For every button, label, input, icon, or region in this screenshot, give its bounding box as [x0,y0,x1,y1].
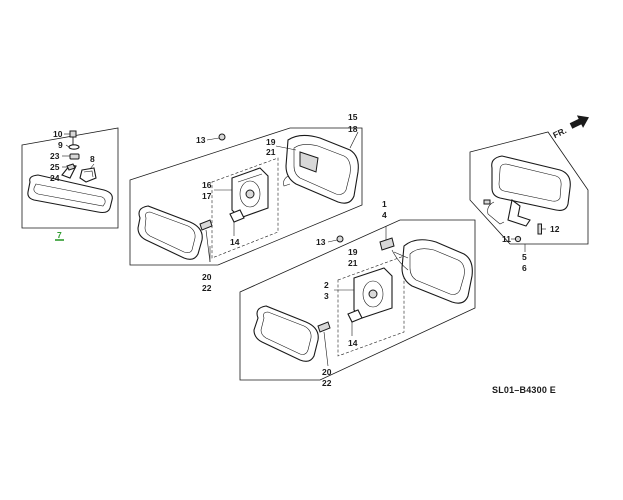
callout-3: 3 [324,291,329,301]
callout-7: 7 [57,230,62,240]
callout-5: 5 [522,252,527,262]
callout-4: 4 [382,210,387,220]
callout-24: 24 [50,173,60,183]
callout-14-upper: 14 [230,237,240,247]
callout-25: 25 [50,162,60,172]
callout-6: 6 [522,263,527,273]
callout-19-upper: 19 [266,137,276,147]
callout-22-lower: 22 [322,378,332,388]
callout-12: 12 [550,224,560,234]
front-direction-arrow: FR. [551,115,589,140]
callout-16: 16 [202,180,212,190]
callout-22-upper: 22 [202,283,212,293]
callout-9: 9 [58,140,63,150]
callout-20-upper: 20 [202,272,212,282]
callout-labels: 7 10 9 23 25 24 8 13 19 21 15 18 16 17 1… [50,112,560,388]
callout-15: 15 [348,112,358,122]
callout-10: 10 [53,129,63,139]
callout-20-lower: 20 [322,367,332,377]
direction-marker-label: FR. [551,125,568,140]
callout-13-upper: 13 [196,135,206,145]
callout-1: 1 [382,199,387,209]
right-mirror-group [239,219,476,381]
callout-11: 11 [502,234,511,244]
left-mirror-group [129,127,363,266]
diagram-code: SL01–B4300 E [492,385,556,395]
callout-21-upper: 21 [266,147,276,157]
callout-21-lower: 21 [348,258,358,268]
callout-14-lower: 14 [348,338,358,348]
callout-23: 23 [50,151,60,161]
inside-mirror-group [21,127,119,229]
callout-19-lower: 19 [348,247,358,257]
callout-17: 17 [202,191,212,201]
callout-8: 8 [90,154,95,164]
callout-18: 18 [348,124,358,134]
sport-mirror-group [469,131,589,252]
callout-2: 2 [324,280,329,290]
callout-13-lower: 13 [316,237,326,247]
